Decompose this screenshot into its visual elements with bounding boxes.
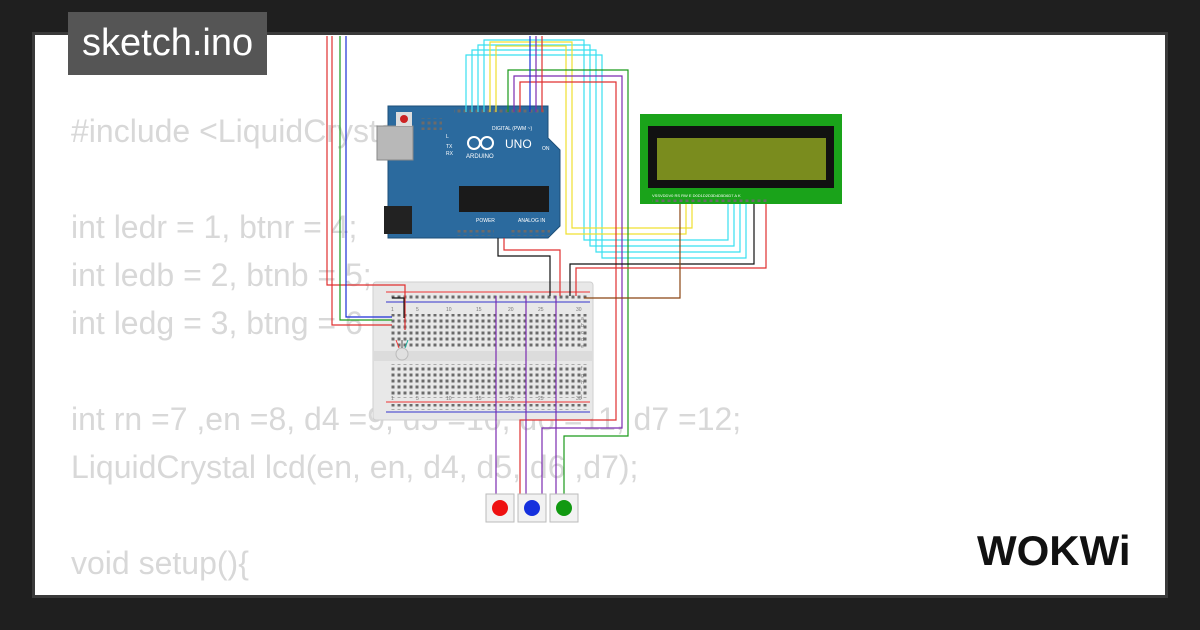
lcd-screen xyxy=(657,138,826,180)
power-jack xyxy=(384,206,412,234)
wire-red xyxy=(331,36,392,326)
row-letter: b xyxy=(581,323,584,329)
button-cap-blue[interactable] xyxy=(524,500,540,516)
code-line: pinMode(ledr, OUTPUT); xyxy=(71,587,741,595)
project-preview-card: #include <LiquidCrystal.h>int ledr = 1, … xyxy=(32,32,1168,598)
button-cap-green[interactable] xyxy=(556,500,572,516)
wires xyxy=(326,36,767,496)
file-title-badge: sketch.ino xyxy=(68,12,268,75)
col-number: 30 xyxy=(576,396,582,402)
wire-cyan xyxy=(471,49,741,253)
col-number: 15 xyxy=(476,307,482,313)
wokwi-logo-text: WOKWi xyxy=(977,527,1131,574)
wire-cyan xyxy=(477,44,735,247)
bottom-power-rail xyxy=(390,404,588,410)
col-number: 5 xyxy=(416,307,419,313)
col-number: 1 xyxy=(391,396,394,402)
row-letter: g xyxy=(581,373,584,379)
col-number: 25 xyxy=(538,307,544,313)
pushbutton-green[interactable] xyxy=(549,493,579,523)
wire-brown xyxy=(584,204,681,299)
code-line: LiquidCrystal lcd(en, en, d4, d5, d6 ,d7… xyxy=(71,449,639,485)
wire-green xyxy=(339,36,392,321)
pushbutton-blue[interactable] xyxy=(517,493,547,523)
row-letter: a xyxy=(581,316,584,322)
col-number: 10 xyxy=(446,307,452,313)
wire-blue xyxy=(345,36,392,318)
col-number: 25 xyxy=(538,396,544,402)
row-letter: h xyxy=(581,380,584,386)
col-number: 20 xyxy=(508,307,514,313)
col-number: 20 xyxy=(508,396,514,402)
row-letter: i xyxy=(581,387,582,393)
button-cap-red[interactable] xyxy=(492,500,508,516)
rx-led-label: RX xyxy=(446,151,454,157)
row-letter: j xyxy=(580,394,582,400)
on-led-label: ON xyxy=(542,146,550,152)
col-number: 1 xyxy=(391,307,394,313)
code-background: #include <LiquidCrystal.h>int ledr = 1, … xyxy=(71,107,741,595)
arduino-brand-label: ARDUINO xyxy=(466,154,494,160)
row-letter: e xyxy=(581,344,584,350)
top-power-rail xyxy=(390,294,588,300)
row-letter: c xyxy=(581,330,584,336)
wokwi-logo: WOKWi xyxy=(977,527,1131,574)
wire-black xyxy=(569,204,755,296)
wire-cyan xyxy=(465,54,747,259)
row-letter: d xyxy=(581,337,584,343)
arduino-model-label: UNO xyxy=(505,137,532,151)
wire-red xyxy=(575,204,767,296)
analog-header-label: ANALOG IN xyxy=(518,218,546,224)
digital-header-label: DIGITAL (PWM ~) xyxy=(492,126,532,132)
power-header-label: POWER xyxy=(476,218,495,224)
wire-red xyxy=(326,36,406,330)
wire-cyan xyxy=(483,39,729,241)
pushbutton-red[interactable] xyxy=(485,493,515,523)
code-line: int ledr = 1, btnr = 4; xyxy=(71,209,358,245)
wire-yellow xyxy=(489,41,693,229)
wire-black xyxy=(497,238,551,296)
row-letter: f xyxy=(581,366,583,372)
code-line: int ledb = 2, btnb = 5; xyxy=(71,257,372,293)
arduino-infinity-logo xyxy=(467,136,494,150)
digital-header xyxy=(454,108,544,114)
lcd-16x2[interactable]: VSSVDDV0 RS RW E D0D1D2D3D4D5D6D7 A K xyxy=(640,114,842,204)
bottom-terminal-strip xyxy=(390,364,588,398)
atmega-chip xyxy=(459,186,549,212)
usb-port xyxy=(376,125,414,161)
top-terminal-strip xyxy=(390,314,588,348)
wire-purple xyxy=(513,75,623,496)
col-number: 30 xyxy=(576,307,582,313)
lcd-pin-labels: VSSVDDV0 RS RW E D0D1D2D3D4D5D6D7 A K xyxy=(652,193,741,198)
wire-red xyxy=(519,81,617,496)
col-number: 10 xyxy=(446,396,452,402)
rgb-led[interactable] xyxy=(395,339,409,361)
power-header xyxy=(456,230,494,236)
l-led-label: L xyxy=(446,134,449,140)
code-line: void setup(){ xyxy=(71,545,249,581)
wire-red xyxy=(503,238,561,296)
analog-header xyxy=(510,230,550,236)
arduino-uno-board[interactable]: UNO ARDUINO DIGITAL (PWM ~) POWER ANALOG… xyxy=(376,105,561,239)
col-number: 5 xyxy=(416,396,419,402)
wire-yellow xyxy=(495,45,687,235)
col-number: 15 xyxy=(476,396,482,402)
wire-black xyxy=(392,297,405,318)
wire-green xyxy=(507,69,629,496)
tx-led-label: TX xyxy=(446,144,453,150)
lcd-pin-header xyxy=(652,198,768,202)
breadboard[interactable]: 1 5 10 15 20 25 30 1 5 10 15 20 25 30 a … xyxy=(372,281,594,421)
